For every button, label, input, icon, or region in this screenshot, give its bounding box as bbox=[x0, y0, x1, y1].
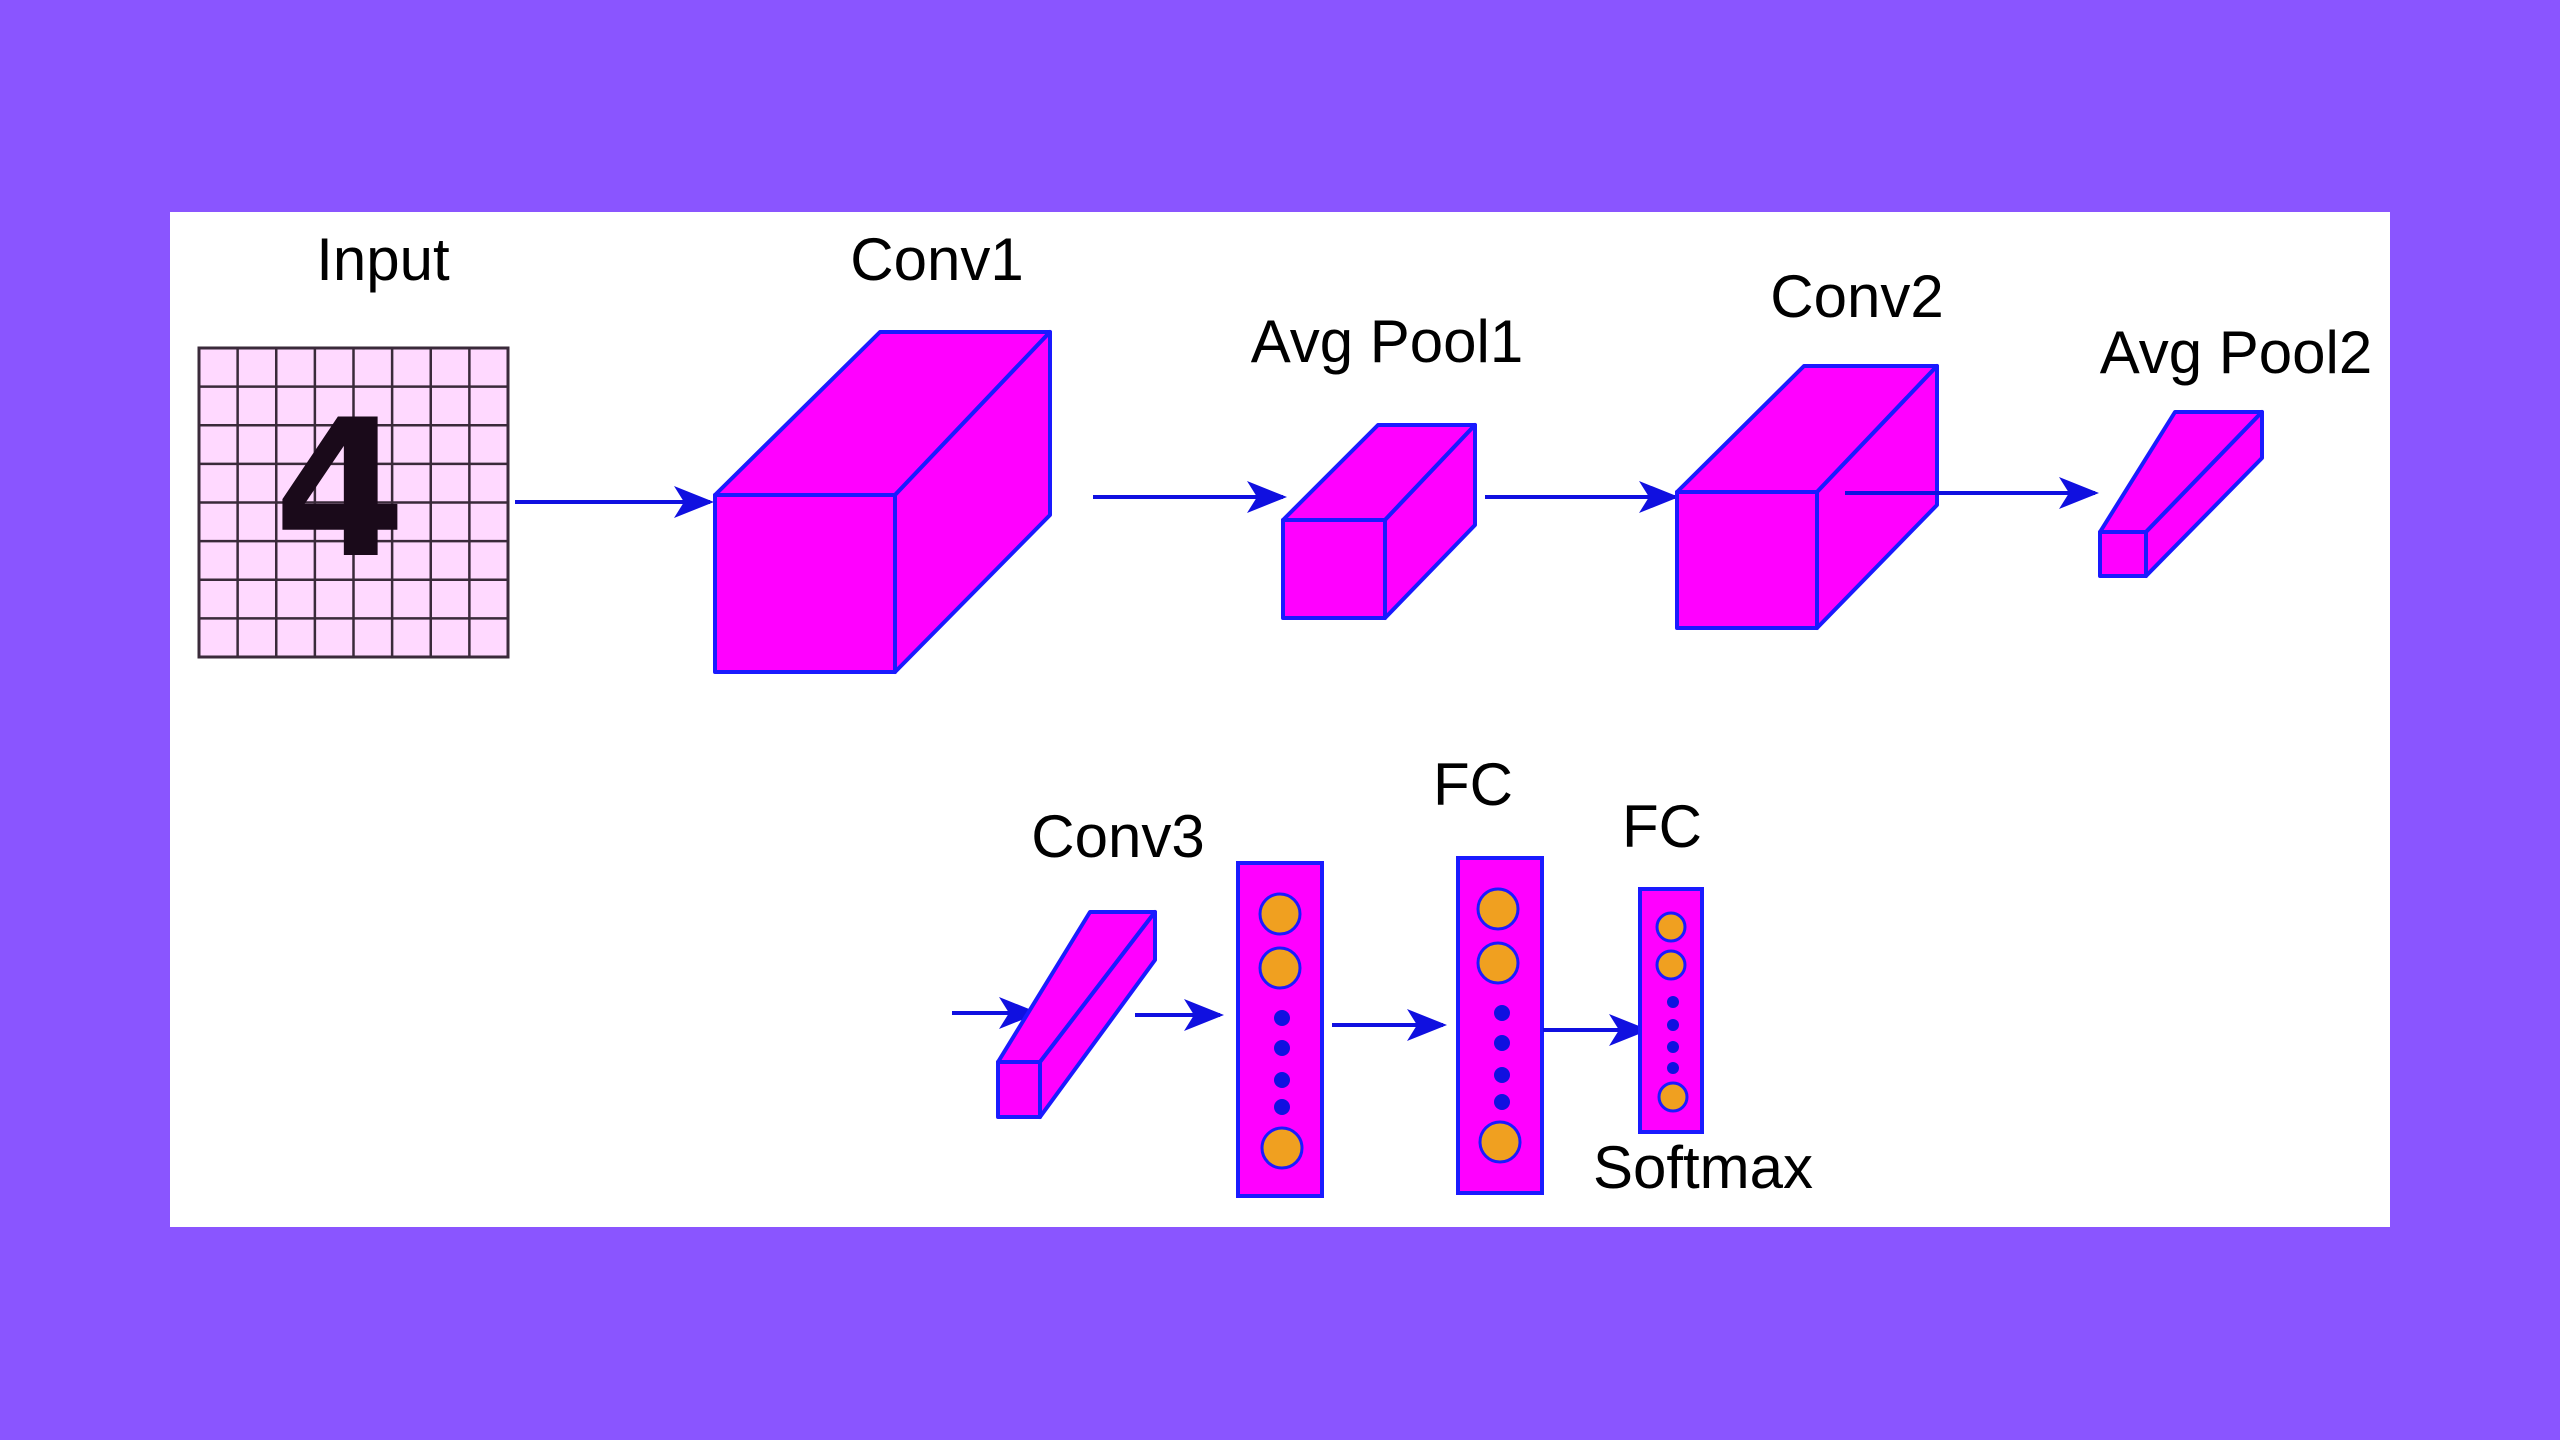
conv2-block bbox=[1675, 364, 1939, 630]
ellipsis-dot bbox=[1494, 1035, 1510, 1051]
softmax-label: Softmax bbox=[1593, 1134, 1813, 1201]
fc2-label: FC bbox=[1622, 793, 1702, 860]
conv2-label: Conv2 bbox=[1770, 263, 1943, 330]
conv3-label: Conv3 bbox=[1031, 803, 1204, 870]
neuron bbox=[1476, 887, 1520, 931]
neuron bbox=[1476, 941, 1520, 985]
input-digit: 4 bbox=[274, 379, 406, 600]
neuron bbox=[1655, 911, 1687, 943]
avgpool1-block bbox=[1281, 423, 1477, 620]
ellipsis-dot bbox=[1274, 1072, 1290, 1088]
conv1-label: Conv1 bbox=[850, 226, 1023, 293]
neuron bbox=[1655, 949, 1687, 981]
neuron bbox=[1258, 946, 1302, 990]
ellipsis-dot bbox=[1667, 1041, 1679, 1053]
neuron bbox=[1258, 892, 1302, 936]
ellipsis-dot bbox=[1667, 1019, 1679, 1031]
ellipsis-dot bbox=[1274, 1010, 1290, 1026]
flatten-layer bbox=[1236, 861, 1324, 1198]
conv1-block bbox=[713, 330, 1052, 674]
ellipsis-dot bbox=[1667, 1062, 1679, 1074]
input-label: Input bbox=[316, 226, 450, 293]
neuron bbox=[1478, 1120, 1522, 1164]
fc1-label: FC bbox=[1433, 751, 1513, 818]
ellipsis-dot bbox=[1494, 1094, 1510, 1110]
fc1-layer bbox=[1456, 856, 1544, 1195]
ellipsis-dot bbox=[1494, 1067, 1510, 1083]
conv3-block bbox=[996, 910, 1157, 1119]
neuron bbox=[1260, 1126, 1304, 1170]
ellipsis-dot bbox=[1667, 996, 1679, 1008]
fc2-softmax-layer bbox=[1638, 887, 1704, 1134]
neuron bbox=[1657, 1081, 1689, 1113]
avgpool2-label: Avg Pool2 bbox=[2100, 319, 2372, 386]
input-image-grid: 4 bbox=[197, 346, 510, 659]
ellipsis-dot bbox=[1494, 1005, 1510, 1021]
ellipsis-dot bbox=[1274, 1099, 1290, 1115]
ellipsis-dot bbox=[1274, 1040, 1290, 1056]
avgpool1-label: Avg Pool1 bbox=[1251, 308, 1523, 375]
avgpool2-block bbox=[2098, 410, 2264, 578]
